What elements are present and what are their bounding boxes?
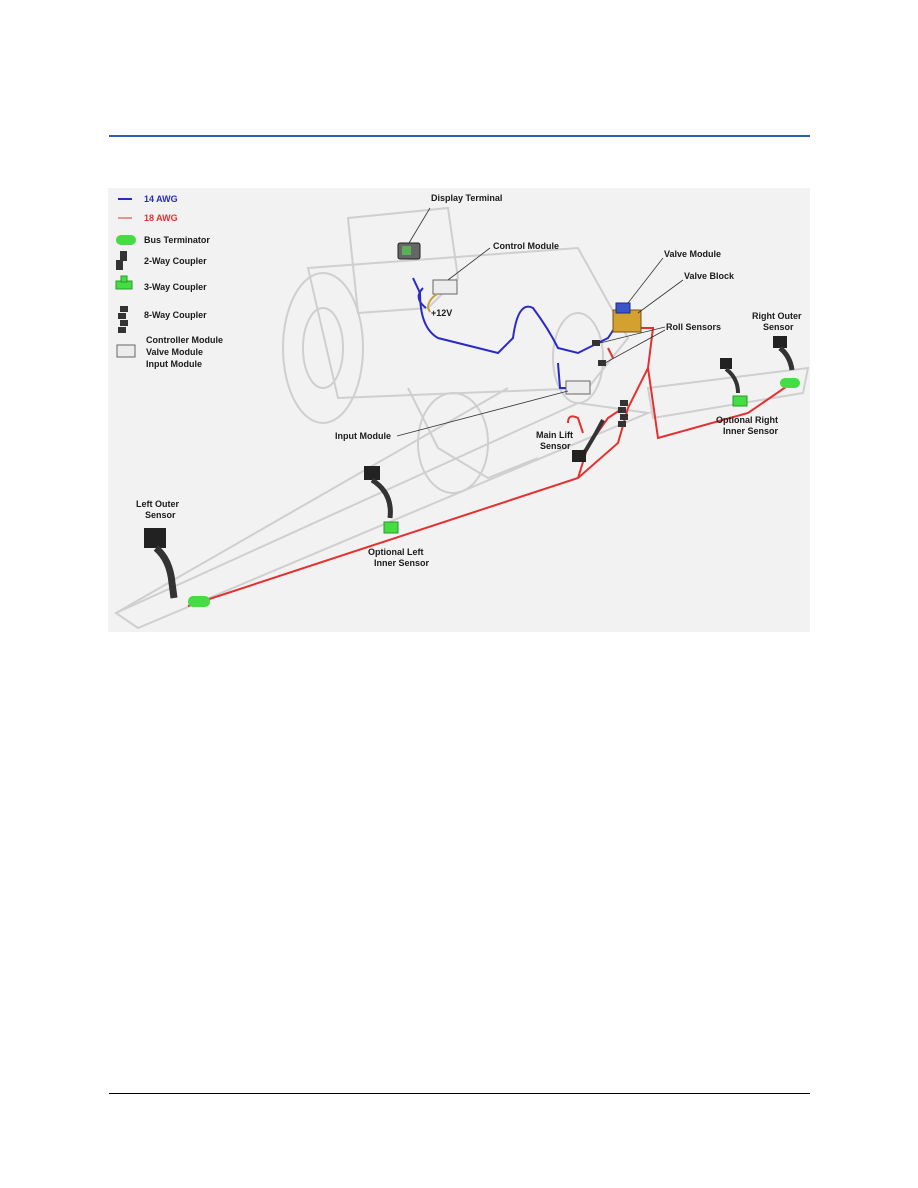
legend: 14 AWG 18 AWG Bus Terminator 2-Way Coupl… [115, 194, 223, 369]
callout-left-outer-sensor-line-1: Left Outer [136, 499, 179, 509]
legend-module-line-1: Controller Module [146, 335, 223, 345]
legend-14awg-label: 14 AWG [144, 194, 178, 204]
callout-control-module: Control Module [493, 241, 559, 251]
eight-way-coupler-icon [118, 306, 128, 333]
display-terminal [397, 207, 431, 260]
module-icon [116, 344, 136, 358]
three-way-coupler-icon [115, 275, 133, 290]
callout-main-lift-sensor-line-2: Sensor [540, 441, 571, 451]
header-rule [109, 135, 810, 137]
roll-sensors [592, 326, 666, 366]
optional-right-inner-sensor [720, 358, 748, 407]
optional-left-inner-sensor [364, 466, 399, 534]
callout-display-terminal: Display Terminal [431, 193, 502, 203]
callout-optional-right-inner-sensor-line-1: Optional Right [716, 415, 778, 425]
callout-optional-left-inner-sensor-line-1: Optional Left [368, 547, 424, 557]
callout-valve-block: Valve Block [684, 271, 735, 281]
footer-rule [109, 1093, 810, 1094]
valve-block [612, 257, 684, 333]
legend-2way-label: 2-Way Coupler [144, 256, 207, 266]
callout-right-outer-sensor-line-1: Right Outer [752, 311, 802, 321]
legend-3way-label: 3-Way Coupler [144, 282, 207, 292]
input-module [396, 380, 591, 437]
callout-main-lift-sensor-line-1: Main Lift [536, 430, 573, 440]
left-outer-sensor [144, 528, 210, 607]
callout-plus-12v: +12V [431, 308, 452, 318]
callout-valve-module: Valve Module [664, 249, 721, 259]
callout-roll-sensors: Roll Sensors [666, 322, 721, 332]
legend-18awg-label: 18 AWG [144, 213, 178, 223]
callout-input-module: Input Module [335, 431, 391, 441]
wire-18awg [187, 327, 797, 607]
legend-module-line-3: Input Module [146, 359, 202, 369]
eight-way-coupler [618, 400, 628, 427]
legend-8way-label: 8-Way Coupler [144, 310, 207, 320]
legend-module-line-2: Valve Module [146, 347, 203, 357]
control-module [426, 247, 491, 313]
callout-optional-right-inner-sensor-line-2: Inner Sensor [723, 426, 779, 436]
legend-bus-terminator-label: Bus Terminator [144, 235, 210, 245]
callout-right-outer-sensor-line-2: Sensor [763, 322, 794, 332]
callout-optional-left-inner-sensor-line-2: Inner Sensor [374, 558, 430, 568]
wiring-diagram: 14 AWG 18 AWG Bus Terminator 2-Way Coupl… [108, 188, 810, 632]
callout-left-outer-sensor-line-2: Sensor [145, 510, 176, 520]
wiring-diagram-svg: 14 AWG 18 AWG Bus Terminator 2-Way Coupl… [113, 193, 810, 630]
right-outer-sensor [773, 336, 800, 388]
main-lift-sensor [572, 419, 605, 462]
sprayer-outline [113, 206, 810, 630]
bus-terminator-icon [116, 235, 136, 245]
two-way-coupler-icon [116, 251, 127, 270]
